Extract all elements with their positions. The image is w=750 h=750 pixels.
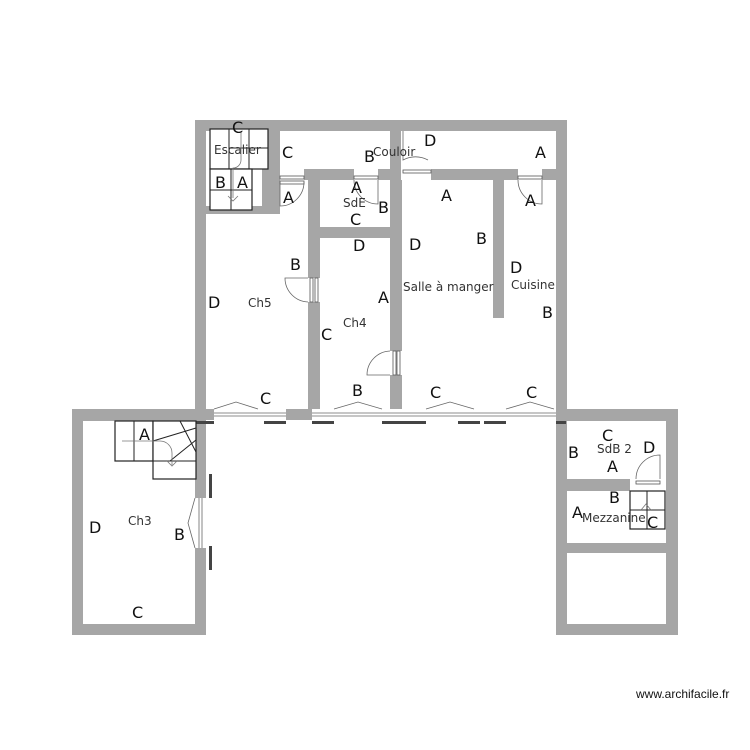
- wall-letter: A: [572, 503, 583, 522]
- wall-right-wing-top: [556, 409, 678, 421]
- wall-left-wing-left: [72, 409, 83, 635]
- wall-letter: C: [132, 603, 143, 622]
- wall-letter: D: [89, 518, 101, 537]
- wall-letter: C: [260, 389, 271, 408]
- wall-letter: B: [476, 229, 487, 248]
- wall-ch4-salle: [390, 169, 402, 420]
- room-label-mezzanine: Mezzanine: [582, 511, 646, 525]
- stair-mezzanine: [629, 490, 666, 530]
- room-label-escalier: Escalier: [214, 143, 261, 157]
- wall-sdb-mezzanine: [567, 479, 630, 491]
- wall-letter: B: [352, 381, 363, 400]
- wall-letter: D: [510, 258, 522, 277]
- wall-letter: C: [647, 513, 658, 532]
- wall-letter: C: [430, 383, 441, 402]
- wall-letter: C: [350, 210, 361, 229]
- wall-corridor-divider: [390, 131, 401, 169]
- room-label-sdb-2: SdB 2: [597, 442, 632, 456]
- room-label-ch3: Ch3: [128, 514, 152, 528]
- wall-letters: C B A C B D A A A A B C D A C B B D C A …: [89, 118, 658, 622]
- wall-letter: A: [441, 186, 452, 205]
- wall-letter: A: [283, 188, 294, 207]
- wall-letter: A: [351, 178, 362, 197]
- wall-letter: B: [609, 488, 620, 507]
- wall-letter: B: [290, 255, 301, 274]
- room-label-couloir: Couloir: [373, 145, 415, 159]
- room-label-salle-a-manger: Salle à manger: [403, 280, 494, 294]
- room-labels: Escalier Couloir SdE Ch5 Ch4 Salle à man…: [128, 143, 646, 528]
- wall-letter: D: [409, 235, 421, 254]
- wall-cuisine-stub: [493, 180, 504, 318]
- room-label-ch4: Ch4: [343, 316, 367, 330]
- window-ch5: [196, 401, 286, 424]
- watermark: www.archifacile.fr: [635, 687, 729, 701]
- wall-mezzanine-bottom: [567, 543, 666, 553]
- wall-letter: A: [607, 457, 618, 476]
- wall-letter: A: [378, 288, 389, 307]
- wall-letter: C: [526, 383, 537, 402]
- wall-sde-ch4: [320, 227, 391, 238]
- wall-letter: D: [208, 293, 220, 312]
- wall-right-main: [556, 120, 567, 420]
- wall-right-wing-bottom: [556, 624, 678, 635]
- walls: [72, 120, 678, 635]
- doors: [279, 131, 661, 491]
- room-label-cuisine: Cuisine: [511, 278, 555, 292]
- wall-letter: C: [602, 426, 613, 445]
- wall-left-main: [195, 120, 206, 420]
- wall-letter: A: [525, 191, 536, 210]
- room-label-sde: SdE: [343, 196, 366, 210]
- window-cuisine: [484, 401, 566, 424]
- stair-escalier: [209, 128, 269, 211]
- wall-letter: C: [282, 143, 293, 162]
- windows: [187, 401, 566, 570]
- wall-letter: D: [424, 131, 436, 150]
- wall-letter: A: [237, 173, 248, 192]
- wall-letter: B: [378, 198, 389, 217]
- wall-letter: B: [174, 525, 185, 544]
- wall-letter: D: [643, 438, 655, 457]
- wall-right-wing-left: [556, 409, 567, 635]
- wall-letter: C: [232, 118, 243, 137]
- wall-right-wing-right: [666, 409, 678, 635]
- wall-letter: A: [535, 143, 546, 162]
- window-salle: [404, 401, 484, 424]
- wall-letter: B: [364, 147, 375, 166]
- window-ch4: [312, 401, 404, 424]
- room-label-ch5: Ch5: [248, 296, 272, 310]
- wall-letter: B: [215, 173, 226, 192]
- wall-left-wing-bottom: [72, 624, 206, 635]
- stair-ch3: [114, 420, 197, 480]
- wall-letter: C: [321, 325, 332, 344]
- wall-letter: D: [353, 236, 365, 255]
- wall-letter: A: [139, 425, 150, 444]
- wall-left-wing-top: [72, 409, 206, 421]
- wall-letter: B: [568, 443, 579, 462]
- window-ch3: [187, 474, 212, 570]
- wall-top: [195, 120, 567, 131]
- wall-letter: B: [542, 303, 553, 322]
